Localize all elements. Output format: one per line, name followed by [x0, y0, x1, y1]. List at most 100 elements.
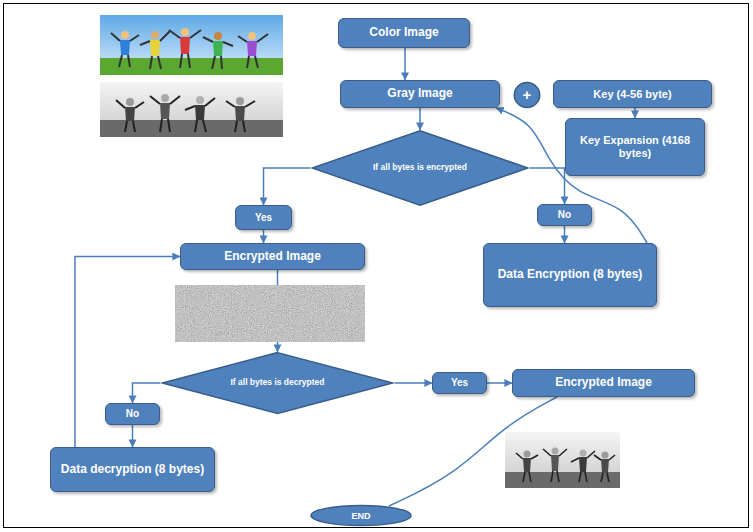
head	[524, 451, 531, 458]
flow-connector	[264, 168, 311, 205]
limbs	[116, 100, 144, 132]
node-label: Encrypted Image	[517, 376, 690, 390]
flow-connector	[404, 48, 406, 80]
body	[213, 41, 223, 56]
head	[181, 28, 189, 36]
node-label: Encrypted Image	[185, 250, 360, 264]
text-wrap: Key Expansion (4168 bytes)	[570, 134, 700, 159]
flow-connector	[634, 108, 636, 118]
text-wrap: Yes	[240, 212, 287, 224]
node-label: END	[312, 510, 410, 520]
body	[579, 457, 587, 472]
person-figure	[543, 448, 567, 483]
node-label: Key Expansion (4168 bytes)	[570, 134, 700, 159]
decrypted-photo	[505, 432, 620, 488]
decision-diamond: If all bytes is decrypted	[160, 352, 395, 414]
person-figure	[594, 452, 615, 483]
person-figure	[203, 32, 233, 69]
flow-connector	[263, 230, 265, 243]
node-label: Color Image	[343, 26, 465, 40]
text-wrap: If all bytes is decrypted	[212, 378, 344, 388]
body	[125, 107, 135, 121]
node-label: Gray Image	[345, 87, 495, 101]
node-label: Key (4-56 byte)	[558, 88, 707, 101]
node-label: No	[110, 408, 155, 420]
node-label: No	[542, 209, 587, 221]
node-label: Yes	[240, 212, 287, 224]
ellipse-shape	[311, 505, 411, 525]
head	[151, 31, 159, 39]
text-wrap: Data Encryption (8 bytes)	[488, 268, 652, 282]
text-wrap: Encrypted Image	[517, 376, 690, 390]
image-box: Encrypted Image	[180, 243, 365, 270]
flow-connector	[133, 383, 161, 403]
body	[120, 40, 130, 55]
body	[235, 106, 245, 121]
limbs	[238, 34, 268, 68]
limbs	[150, 96, 180, 132]
node-label: Yes	[437, 377, 482, 389]
person-figure	[116, 98, 144, 132]
process-box: Key Expansion (4168 bytes)	[565, 118, 705, 176]
text-wrap: Data decryption (8 bytes)	[55, 463, 210, 477]
head	[161, 94, 169, 102]
body	[180, 37, 190, 54]
no-box: No	[105, 403, 160, 425]
body	[551, 455, 559, 471]
flow-connector	[487, 382, 512, 384]
decision-diamond: If all bytes is encrypted	[310, 130, 530, 206]
head	[121, 31, 129, 39]
color-photo	[100, 15, 283, 75]
yes-box: Yes	[432, 372, 487, 394]
node-label: +	[516, 86, 538, 103]
gray-photo	[100, 82, 283, 137]
text-wrap: No	[542, 209, 587, 221]
limbs	[140, 31, 170, 69]
body	[160, 103, 170, 119]
yes-box: Yes	[235, 205, 292, 230]
body	[150, 40, 160, 56]
key-box: Key (4-56 byte)	[553, 80, 712, 108]
limbs	[226, 101, 255, 132]
photo-sky	[505, 432, 620, 488]
flow-connector	[75, 257, 180, 448]
person-figure	[111, 31, 139, 67]
text-wrap: END	[312, 510, 410, 520]
body	[247, 41, 257, 56]
end-ellipse: END	[310, 505, 412, 526]
person-figure	[571, 450, 595, 483]
head	[602, 452, 609, 459]
body	[195, 105, 205, 120]
head	[236, 97, 244, 105]
image-box: Encrypted Image	[512, 369, 695, 397]
limbs	[594, 455, 615, 482]
diamond-shape	[162, 353, 392, 414]
limbs	[111, 33, 139, 67]
process-box: Data decryption (8 bytes)	[50, 447, 215, 492]
head	[126, 98, 134, 106]
person-figure	[516, 451, 538, 483]
node-label: Data decryption (8 bytes)	[55, 463, 210, 477]
photo-sky	[100, 15, 283, 75]
page-frame	[4, 4, 749, 528]
node-label: Data Encryption (8 bytes)	[488, 268, 652, 282]
operator-circle: +	[514, 82, 540, 108]
flow-connector	[132, 425, 134, 447]
person-figure	[226, 97, 255, 132]
process-box: Gray Image	[340, 80, 500, 108]
head	[196, 96, 204, 104]
text-wrap: Gray Image	[345, 87, 495, 101]
flow-connector	[395, 382, 432, 384]
no-box: No	[537, 204, 592, 226]
head	[248, 32, 256, 40]
text-wrap: Encrypted Image	[185, 250, 360, 264]
node-label: If all bytes is encrypted	[358, 163, 481, 173]
node-label: If all bytes is decrypted	[212, 378, 344, 388]
text-wrap: +	[516, 86, 538, 103]
text-wrap: Color Image	[343, 26, 465, 40]
circle-shape	[514, 83, 539, 108]
limbs	[169, 30, 201, 68]
person-figure	[140, 31, 170, 69]
flow-connector	[564, 226, 566, 243]
flow-connector	[419, 108, 421, 130]
